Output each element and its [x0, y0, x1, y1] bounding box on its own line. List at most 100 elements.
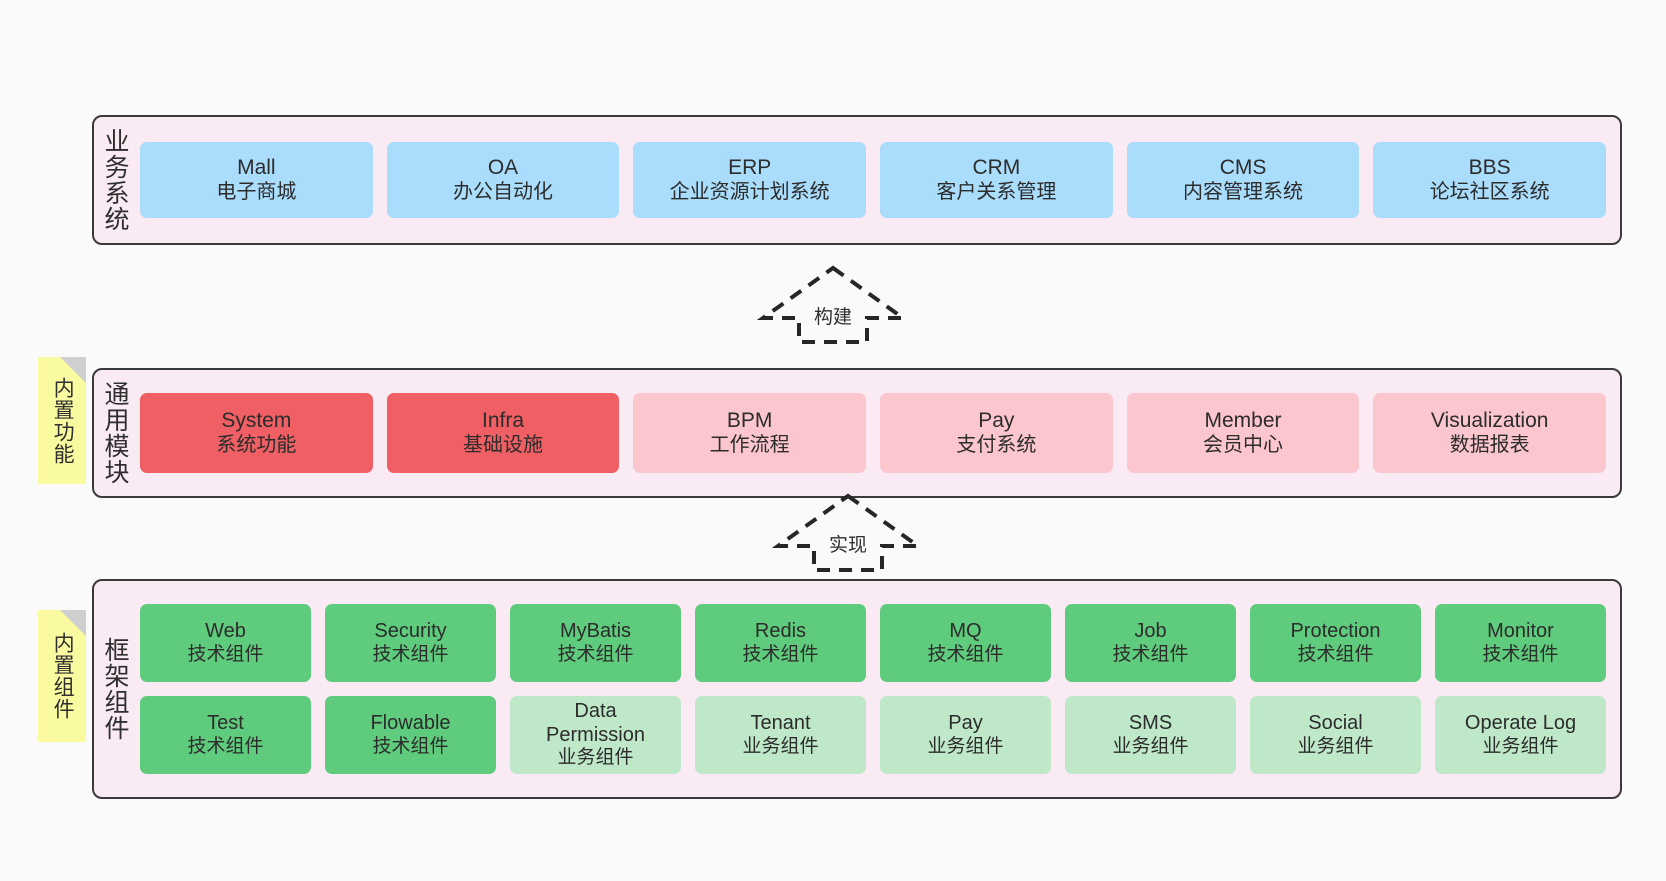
connector-build: 构建 — [756, 262, 910, 344]
node-job[interactable]: Job 技术组件 — [1065, 604, 1236, 682]
sticky-builtin-components: 内置组件 — [38, 610, 86, 742]
node-title: Test — [207, 712, 244, 734]
node-subtitle: 内容管理系统 — [1183, 180, 1304, 203]
implement-arrow-icon — [771, 493, 925, 572]
node-subtitle: 业务组件 — [557, 747, 634, 769]
layer-common-modules: 通用模块 System 系统功能 Infra 基础设施 BPM 工作流程 Pay… — [92, 368, 1622, 498]
node-title: Flowable — [370, 712, 451, 734]
layer-framework-caption: 框架组件 — [101, 637, 129, 741]
node-mq[interactable]: MQ 技术组件 — [880, 604, 1051, 682]
node-title: MQ — [949, 620, 982, 642]
node-subtitle: 支付系统 — [956, 433, 1037, 456]
sticky-label: 内置功能 — [51, 376, 75, 465]
node-title: Data Permission — [546, 700, 645, 746]
node-tenant[interactable]: Tenant 业务组件 — [695, 696, 866, 774]
build-arrow-label: 构建 — [813, 307, 852, 328]
node-title: BBS — [1468, 155, 1511, 179]
node-title: Pay — [948, 712, 983, 734]
node-title: Web — [205, 620, 246, 642]
node-subtitle: 技术组件 — [927, 643, 1004, 665]
node-subtitle: 技术组件 — [372, 643, 449, 665]
node-erp[interactable]: ERP 企业资源计划系统 — [633, 142, 867, 218]
node-subtitle: 会员中心 — [1203, 433, 1284, 456]
node-title: BPM — [726, 408, 773, 432]
node-protection[interactable]: Protection 技术组件 — [1250, 604, 1421, 682]
implement-arrow-label: 实现 — [828, 535, 867, 556]
node-mybatis[interactable]: MyBatis 技术组件 — [510, 604, 681, 682]
node-title: ERP — [728, 155, 772, 179]
node-subtitle: 企业资源计划系统 — [669, 180, 830, 203]
node-title: Security — [374, 620, 447, 642]
layer-business-caption: 业务系统 — [101, 128, 129, 232]
framework-business-row: Test 技术组件 Flowable 技术组件 Data Permission … — [140, 696, 1606, 774]
sticky-fold-corner — [60, 357, 86, 383]
node-social[interactable]: Social 业务组件 — [1250, 696, 1421, 774]
node-sms[interactable]: SMS 业务组件 — [1065, 696, 1236, 774]
connector-implement: 实现 — [771, 490, 925, 572]
node-subtitle: 工作流程 — [709, 433, 790, 456]
node-title: Protection — [1290, 620, 1381, 642]
node-subtitle: 数据报表 — [1449, 433, 1530, 456]
node-oa[interactable]: OA 办公自动化 — [386, 142, 620, 218]
node-subtitle: 办公自动化 — [453, 180, 553, 203]
node-title: Pay — [978, 408, 1015, 432]
node-monitor[interactable]: Monitor 技术组件 — [1435, 604, 1606, 682]
node-title: Mall — [237, 155, 276, 179]
node-web[interactable]: Web 技术组件 — [140, 604, 311, 682]
node-operate-log[interactable]: Operate Log 业务组件 — [1435, 696, 1606, 774]
build-arrow-icon — [756, 265, 910, 344]
layer-common-body: System 系统功能 Infra 基础设施 BPM 工作流程 Pay 支付系统… — [136, 370, 1620, 496]
layer-business-systems: 业务系统 Mall 电子商城 OA 办公自动化 ERP 企业资源计划系统 CRM… — [92, 115, 1622, 245]
business-node-row: Mall 电子商城 OA 办公自动化 ERP 企业资源计划系统 CRM 客户关系… — [140, 142, 1607, 218]
node-subtitle: 业务组件 — [1112, 735, 1189, 757]
node-title: System — [221, 408, 292, 432]
node-title: Infra — [481, 408, 525, 432]
node-mall[interactable]: Mall 电子商城 — [140, 142, 373, 218]
node-bpm[interactable]: BPM 工作流程 — [633, 393, 867, 473]
node-bbs[interactable]: BBS 论坛社区系统 — [1373, 142, 1607, 218]
node-title: MyBatis — [559, 620, 632, 642]
node-redis[interactable]: Redis 技术组件 — [695, 604, 866, 682]
node-subtitle: 客户关系管理 — [936, 180, 1057, 203]
node-data-permission[interactable]: Data Permission 业务组件 — [510, 696, 681, 774]
common-node-row: System 系统功能 Infra 基础设施 BPM 工作流程 Pay 支付系统… — [140, 393, 1607, 473]
node-subtitle: 技术组件 — [1482, 643, 1559, 665]
layer-framework-body: Web 技术组件 Security 技术组件 MyBatis 技术组件 Redi… — [136, 581, 1620, 797]
node-title: CMS — [1219, 155, 1267, 179]
node-system[interactable]: System 系统功能 — [140, 393, 373, 473]
layer-common-caption: 通用模块 — [101, 381, 129, 485]
node-security[interactable]: Security 技术组件 — [325, 604, 496, 682]
node-title: Operate Log — [1464, 712, 1577, 734]
node-title: Tenant — [750, 712, 811, 734]
node-infra[interactable]: Infra 基础设施 — [386, 393, 620, 473]
node-title: Visualization — [1430, 408, 1549, 432]
node-pay[interactable]: Pay 支付系统 — [880, 393, 1113, 473]
node-cms[interactable]: CMS 内容管理系统 — [1126, 142, 1360, 218]
sticky-fold-corner — [60, 610, 86, 636]
node-subtitle: 技术组件 — [187, 735, 264, 757]
node-title: CRM — [972, 155, 1021, 179]
node-subtitle: 基础设施 — [463, 433, 543, 456]
node-subtitle: 技术组件 — [1112, 643, 1189, 665]
node-subtitle: 论坛社区系统 — [1429, 180, 1550, 203]
sticky-label: 内置组件 — [51, 632, 75, 720]
layer-business-body: Mall 电子商城 OA 办公自动化 ERP 企业资源计划系统 CRM 客户关系… — [136, 117, 1620, 243]
node-subtitle: 业务组件 — [1297, 735, 1374, 757]
node-subtitle: 业务组件 — [927, 735, 1004, 757]
node-title: Monitor — [1487, 620, 1554, 642]
node-title: Redis — [754, 620, 807, 642]
node-crm[interactable]: CRM 客户关系管理 — [880, 142, 1113, 218]
node-title: Job — [1134, 620, 1167, 642]
node-subtitle: 业务组件 — [1482, 735, 1559, 757]
node-test[interactable]: Test 技术组件 — [140, 696, 311, 774]
node-subtitle: 技术组件 — [372, 735, 449, 757]
node-flowable[interactable]: Flowable 技术组件 — [325, 696, 496, 774]
node-pay-business[interactable]: Pay 业务组件 — [880, 696, 1051, 774]
node-title: SMS — [1128, 712, 1173, 734]
node-subtitle: 技术组件 — [742, 643, 819, 665]
node-visualization[interactable]: Visualization 数据报表 — [1373, 393, 1607, 473]
layer-framework-components: 框架组件 Web 技术组件 Security 技术组件 MyBatis 技术组件… — [92, 579, 1622, 799]
node-subtitle: 技术组件 — [557, 643, 634, 665]
node-member[interactable]: Member 会员中心 — [1126, 393, 1360, 473]
